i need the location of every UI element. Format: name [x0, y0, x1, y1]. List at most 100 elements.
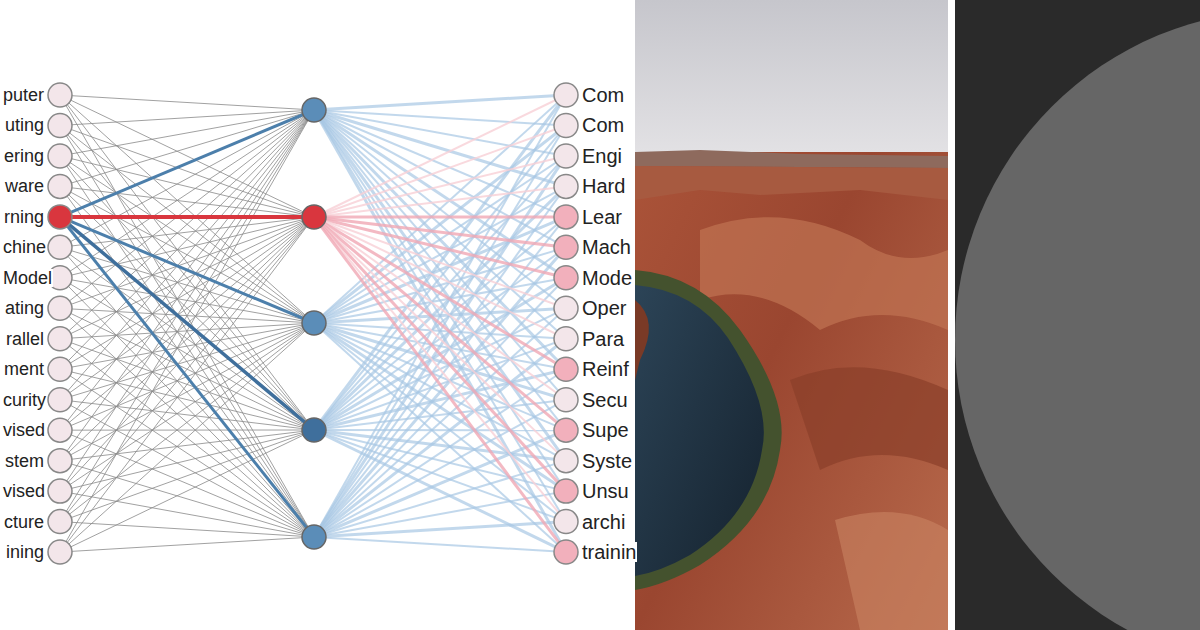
- neuron: [302, 418, 326, 442]
- neuron: [554, 266, 578, 290]
- neuron: [554, 296, 578, 320]
- neuron: [48, 540, 72, 564]
- neuron: [554, 174, 578, 198]
- canyon-photo: [635, 0, 948, 630]
- word-label: Mach: [581, 237, 632, 257]
- neuron: [554, 357, 578, 381]
- weight-line: [314, 156, 566, 537]
- weight-line: [60, 537, 314, 552]
- weight-line: [314, 278, 566, 537]
- weight-line: [60, 156, 314, 537]
- weight-line: [60, 217, 314, 339]
- weight-line: [314, 217, 566, 430]
- weight-line: [60, 110, 314, 339]
- weight-line: [60, 247, 314, 537]
- word-label: Com: [581, 85, 625, 105]
- weight-line: [314, 522, 566, 537]
- word-label: Oper: [581, 298, 627, 318]
- weight-line: [60, 323, 314, 369]
- neuron: [48, 83, 72, 107]
- weight-line: [314, 186, 566, 217]
- weight-line: [314, 125, 566, 537]
- neuron: [48, 479, 72, 503]
- neuron: [48, 144, 72, 168]
- neuron: [302, 205, 326, 229]
- weight-line: [60, 110, 314, 552]
- word-label: cture: [3, 513, 45, 531]
- word-label: ining: [5, 543, 45, 561]
- weight-line: [60, 400, 314, 537]
- word-label: puter: [2, 86, 45, 104]
- weight-line: [314, 217, 566, 369]
- word-label: uting: [4, 116, 45, 134]
- neuron: [302, 525, 326, 549]
- weight-line: [60, 430, 314, 522]
- weight-line: [60, 217, 314, 537]
- word-label: Unsu: [581, 481, 630, 501]
- weight-line: [60, 156, 314, 217]
- word-label: chine: [2, 238, 47, 256]
- weight-line: [60, 110, 314, 247]
- neuron: [48, 205, 72, 229]
- weight-line: [60, 217, 314, 369]
- weight-line: [60, 110, 314, 278]
- weight-line: [60, 217, 314, 430]
- weight-line: [60, 110, 314, 400]
- grey-disc: [955, 10, 1200, 630]
- word-label: Lear: [581, 207, 623, 227]
- word-label: stem: [4, 452, 45, 470]
- weight-line: [314, 217, 566, 461]
- weight-line: [314, 537, 566, 552]
- weight-line: [60, 217, 314, 430]
- weight-line: [314, 430, 566, 537]
- weight-line: [60, 110, 314, 522]
- neuron: [554, 479, 578, 503]
- weight-line: [314, 215, 566, 218]
- word-label: ering: [3, 147, 45, 165]
- neuron: [554, 449, 578, 473]
- weight-line: [60, 110, 314, 491]
- weight-line: [60, 110, 314, 308]
- weight-line: [314, 156, 566, 217]
- word-label: Reinf: [581, 359, 630, 379]
- neuron: [554, 327, 578, 351]
- neuron: [48, 449, 72, 473]
- weight-line: [314, 110, 566, 491]
- weight-line: [60, 110, 314, 461]
- weight-line: [314, 217, 566, 400]
- weight-line: [314, 95, 566, 217]
- weight-line: [314, 429, 566, 431]
- word-label: Syste: [581, 451, 633, 471]
- word-label: Model: [2, 269, 53, 287]
- word-label: ment: [3, 360, 45, 378]
- word-label: Hard: [581, 176, 626, 196]
- word-label: ware: [4, 177, 45, 195]
- weight-line: [314, 400, 566, 537]
- neuron: [48, 388, 72, 412]
- weight-line: [314, 217, 566, 552]
- word-label: ating: [4, 299, 45, 317]
- word-label: Para: [581, 329, 625, 349]
- neuron: [554, 510, 578, 534]
- weight-line: [60, 522, 314, 537]
- weight-line: [60, 95, 314, 323]
- word-label: archi: [581, 512, 626, 532]
- neuron: [554, 144, 578, 168]
- word-label: rning: [3, 208, 45, 226]
- neuron: [48, 113, 72, 137]
- weight-line: [60, 323, 314, 522]
- weight-line: [314, 369, 566, 537]
- weight-line: [60, 491, 314, 537]
- word-label: Secu: [581, 390, 629, 410]
- weight-line: [314, 217, 566, 491]
- weight-line: [60, 430, 314, 537]
- weight-line: [60, 217, 314, 552]
- neuron: [48, 418, 72, 442]
- word-label: Mode: [581, 268, 633, 288]
- neuron: [554, 418, 578, 442]
- weight-line: [60, 95, 314, 110]
- network-circles: [48, 83, 578, 564]
- weight-line: [60, 156, 314, 430]
- weight-line: [314, 95, 566, 537]
- weight-line: [314, 247, 566, 537]
